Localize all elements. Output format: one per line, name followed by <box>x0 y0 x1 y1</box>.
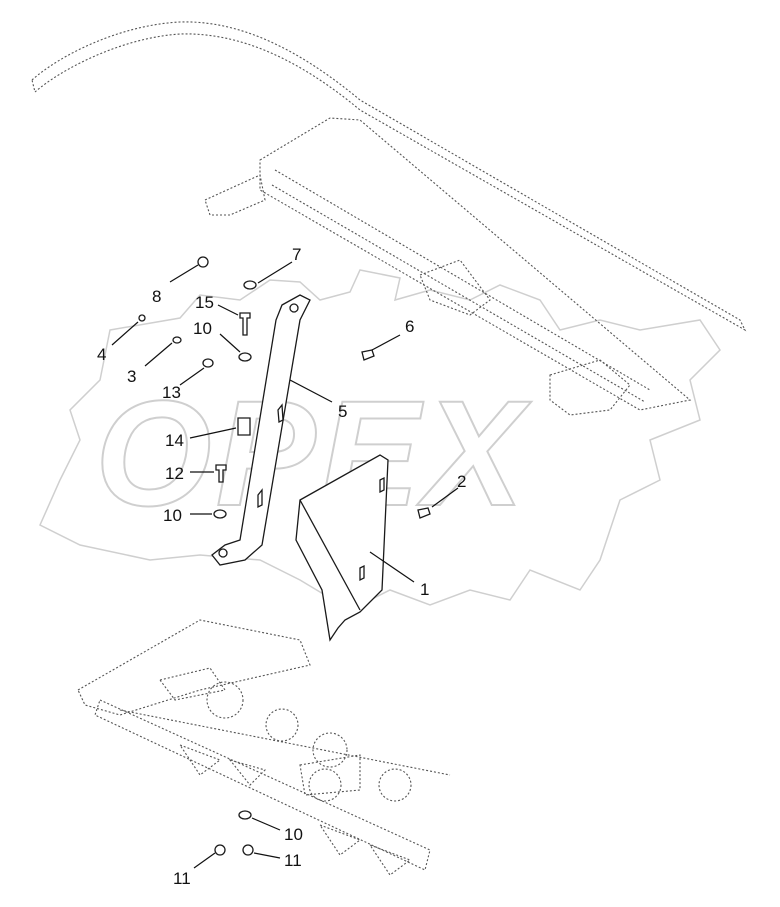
callout-10-lower: 10 <box>284 825 303 844</box>
callout-3: 3 <box>127 367 136 386</box>
upper-frame-assembly <box>31 21 747 416</box>
nut-part-4 <box>138 314 146 322</box>
spacer-part-14 <box>237 417 251 436</box>
washer-part-10-upper <box>238 352 252 362</box>
callout-7: 7 <box>292 245 301 264</box>
watermark-gear-outline <box>39 269 721 611</box>
shield-plate-part-1 <box>295 454 389 642</box>
pin-part-6 <box>361 349 375 361</box>
callout-11-left: 11 <box>173 869 191 888</box>
callout-5: 5 <box>338 402 347 421</box>
callout-11-right: 11 <box>284 851 302 870</box>
callout-15: 15 <box>195 293 214 312</box>
nut-part-8 <box>197 256 209 268</box>
callout-13: 13 <box>162 383 181 402</box>
bolt-part-12 <box>215 464 227 483</box>
washer-part-7 <box>243 280 257 290</box>
nut-part-11-left <box>214 844 226 856</box>
bolt-part-15 <box>239 312 251 336</box>
callout-8: 8 <box>152 287 161 306</box>
callout-10-upper: 10 <box>193 319 212 338</box>
callout-6: 6 <box>405 317 414 336</box>
washer-part-3 <box>172 336 182 344</box>
lower-cutter-bar <box>77 619 451 876</box>
hardware-parts <box>138 256 431 856</box>
washer-part-13 <box>202 358 214 368</box>
support-arm-part-5 <box>211 294 311 566</box>
callout-12: 12 <box>165 464 184 483</box>
washer-part-10-middle <box>213 509 227 519</box>
callout-4: 4 <box>97 345 106 364</box>
nut-part-11-right <box>242 844 254 856</box>
callout-2: 2 <box>457 472 466 491</box>
callout-1: 1 <box>420 580 429 599</box>
washer-part-10-lower <box>238 810 252 820</box>
callout-10-middle: 10 <box>163 506 182 525</box>
pin-part-2 <box>417 507 431 519</box>
callout-labels: 1 2 3 4 5 6 7 8 10 10 10 11 11 12 13 14 … <box>97 245 466 888</box>
callout-14: 14 <box>165 431 184 450</box>
leader-lines <box>111 261 459 869</box>
